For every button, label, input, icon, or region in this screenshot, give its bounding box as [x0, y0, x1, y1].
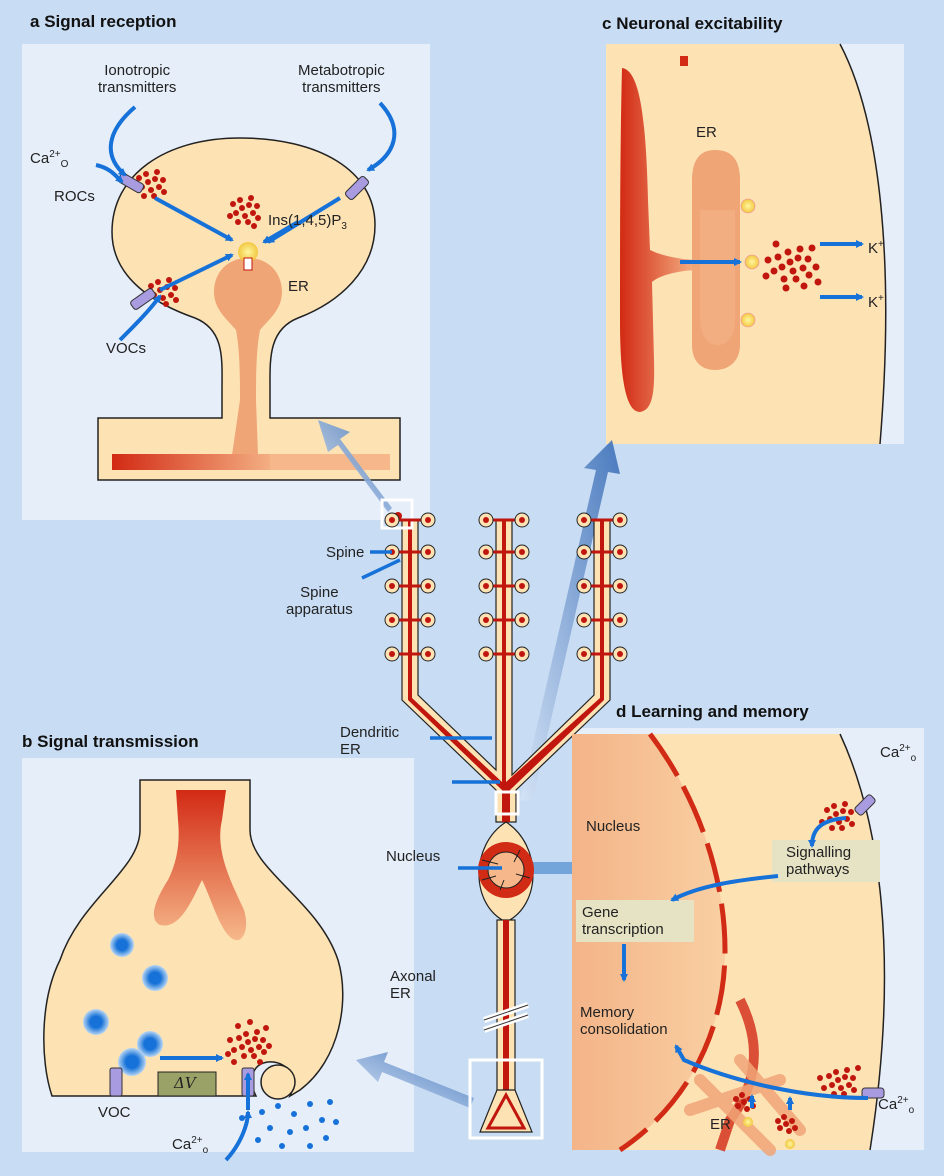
label-ip3: Ins(1,4,5)P3 [268, 212, 347, 235]
spine-apparatus-dot [389, 651, 395, 657]
spine-apparatus-dot [425, 617, 431, 623]
spine-apparatus-dot [617, 549, 623, 555]
label-nucleus-center: Nucleus [386, 848, 440, 865]
spine-apparatus-dot [617, 651, 623, 657]
spine-apparatus-dot [425, 517, 431, 523]
spine-apparatus-dot [483, 517, 489, 523]
spine-apparatus-dot [425, 549, 431, 555]
panel-b-title: b Signal transmission [22, 732, 199, 752]
label-d-er: ER [710, 1116, 731, 1133]
spine-apparatus-dot [483, 617, 489, 623]
spine-apparatus-dot [617, 517, 623, 523]
spine-apparatus-dot [581, 517, 587, 523]
spine-apparatus-dot [425, 583, 431, 589]
panel-d-title: d Learning and memory [616, 702, 809, 722]
spine-apparatus-dot [617, 617, 623, 623]
spine-apparatus-dot [483, 651, 489, 657]
label-c-er: ER [696, 124, 717, 141]
label-vocs: VOCs [106, 340, 146, 357]
label-rocs: ROCs [54, 188, 95, 205]
spine-apparatus-dot [519, 549, 525, 555]
spine-apparatus-dot [519, 617, 525, 623]
label-spine: Spine [326, 544, 364, 561]
label-potassium-1: K+ [868, 236, 884, 257]
spine-apparatus-dot [483, 549, 489, 555]
panel-a-title: a Signal reception [30, 12, 176, 32]
label-voc: VOC [98, 1104, 131, 1121]
spine-apparatus-dot [617, 583, 623, 589]
label-d-extracellular-calcium-1: Ca2+o [880, 740, 916, 767]
spine-apparatus-dot [581, 549, 587, 555]
label-d-extracellular-calcium-2: Ca2+o [878, 1092, 914, 1119]
panel-c-title: c Neuronal excitability [602, 14, 782, 34]
spine-apparatus-dot [519, 651, 525, 657]
spine-apparatus-dot [581, 617, 587, 623]
spine-apparatus-dot [519, 517, 525, 523]
spine-apparatus-dot [581, 651, 587, 657]
label-b-extracellular-calcium: Ca2+o [172, 1132, 208, 1159]
label-nucleus-d: Nucleus [586, 818, 640, 835]
spine-apparatus-dot [581, 583, 587, 589]
label-delta-v: ΔV [174, 1075, 196, 1092]
spine-apparatus-dot [519, 583, 525, 589]
spine-apparatus-dot [389, 517, 395, 523]
label-a-extracellular-calcium: Ca2+O [30, 146, 68, 173]
spine-apparatus-dot [483, 583, 489, 589]
spine-apparatus-dot [425, 651, 431, 657]
label-potassium-2: K+ [868, 290, 884, 311]
spine-apparatus-dot [389, 583, 395, 589]
spine-apparatus-dot [389, 617, 395, 623]
label-a-er: ER [288, 278, 309, 295]
